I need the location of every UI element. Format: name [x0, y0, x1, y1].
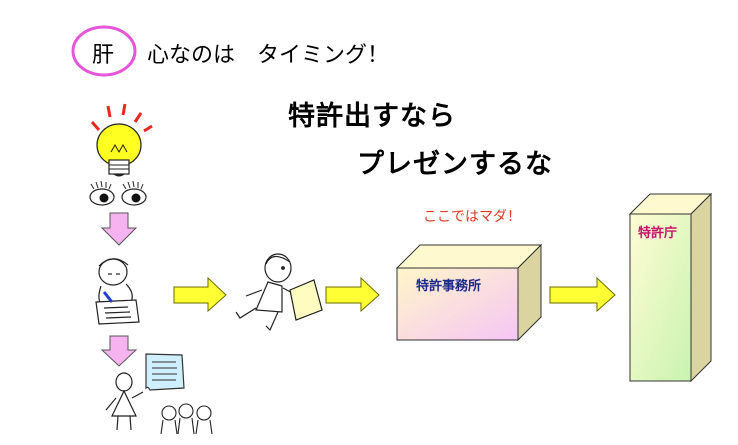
- headline-line-1: 特許出すなら: [288, 101, 456, 132]
- not-yet-note: ここではマダ！: [423, 209, 521, 225]
- headline-line-2: プレゼンするな: [357, 149, 553, 180]
- jpo-label: 特許庁: [638, 226, 678, 241]
- patent-office-label: 特許事務所: [416, 279, 482, 294]
- header-text: 心なのは タイミング！: [147, 43, 390, 68]
- circled-character: 肝: [92, 43, 115, 68]
